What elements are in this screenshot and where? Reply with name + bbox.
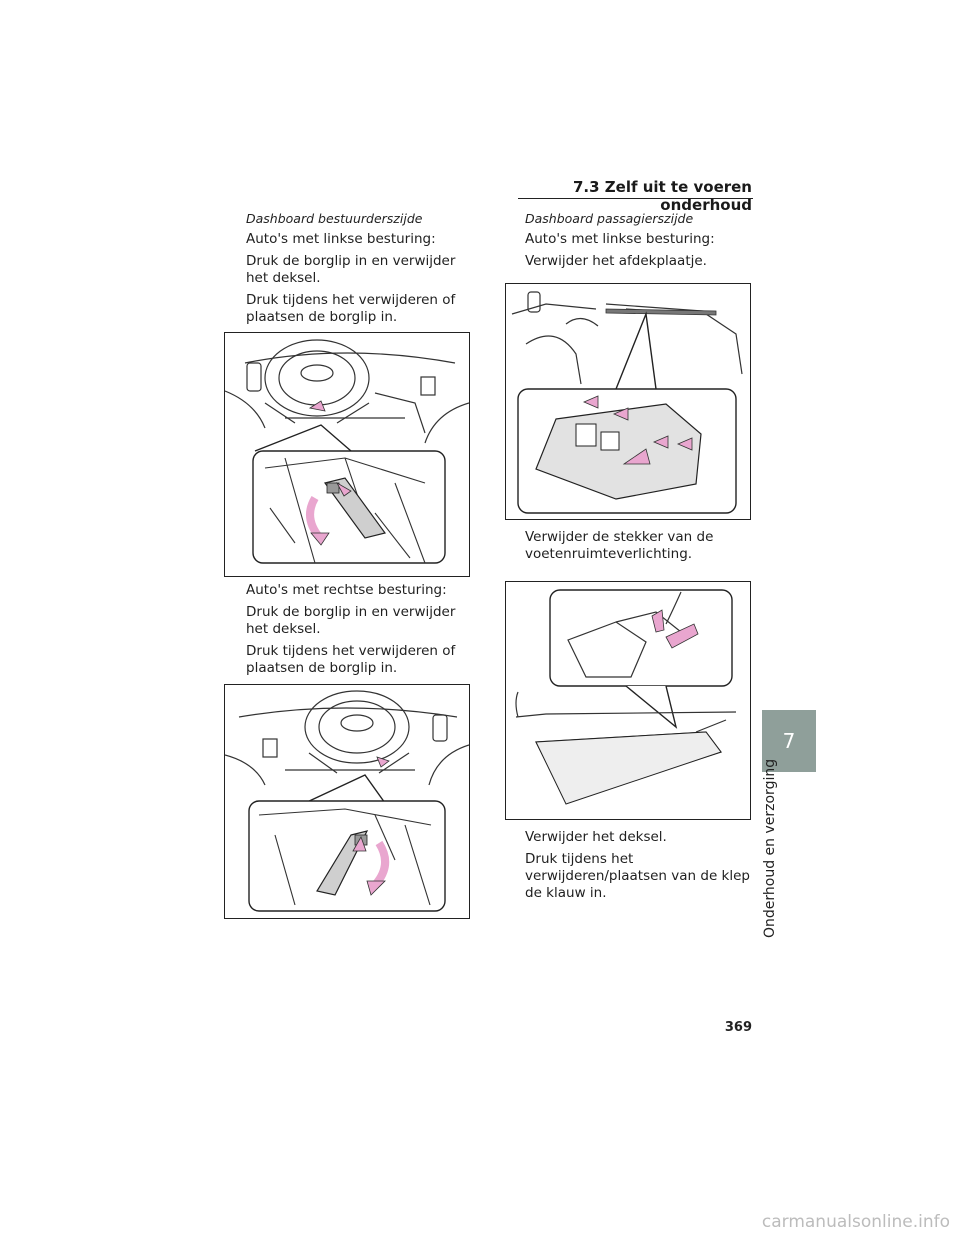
right-lhd-heading: Auto's met linkse besturing: — [525, 231, 715, 247]
right-step2-block: Verwijder de stekker van de voetenruimte… — [525, 529, 750, 563]
right-step3-block: Verwijder het deksel. Druk tijdens het v… — [525, 829, 750, 902]
left-lhd-step1: Druk de borglip in en verwijder het deks… — [246, 253, 456, 286]
right-step3: Verwijder het deksel. — [525, 829, 667, 845]
right-step4: Druk tijdens het verwijderen/plaatsen va… — [525, 851, 750, 901]
figure-driver-rhd — [224, 684, 470, 919]
header-rule — [518, 198, 753, 199]
right-subtitle: Dashboard passagierszijde — [525, 211, 694, 226]
watermark: carmanualsonline.info — [761, 1212, 950, 1232]
section-title: 7.3 Zelf uit te voeren onderhoud — [572, 178, 752, 214]
figure-passenger-footwell-connector — [505, 581, 751, 820]
left-lhd-step2: Druk tijdens het verwijderen of plaatsen… — [246, 292, 456, 325]
left-lhd-heading: Auto's met linkse besturing: — [246, 231, 436, 247]
chapter-title: Onderhoud en verzorging — [762, 758, 778, 938]
right-step1: Verwijder het afdekplaatje. — [525, 253, 707, 269]
left-subtitle: Dashboard bestuurderszijde — [246, 211, 423, 226]
left-rhd-heading: Auto's met rechtse besturing: — [246, 582, 447, 598]
left-text-block: Dashboard bestuurderszijde Auto's met li… — [246, 211, 466, 326]
right-text-block: Dashboard passagierszijde Auto's met lin… — [525, 211, 755, 270]
left-rhd-step1: Druk de borglip in en verwijder het deks… — [246, 604, 456, 637]
left-rhd-text-block: Auto's met rechtse besturing: Druk de bo… — [246, 582, 466, 677]
left-rhd-step2: Druk tijdens het verwijderen of plaatsen… — [246, 643, 456, 676]
figure-driver-lhd — [224, 332, 470, 577]
right-step2: Verwijder de stekker van de voetenruimte… — [525, 529, 714, 562]
page-number: 369 — [724, 1020, 752, 1035]
figure-passenger-cover-plate — [505, 283, 751, 520]
chapter-tab: 7 — [762, 710, 816, 772]
